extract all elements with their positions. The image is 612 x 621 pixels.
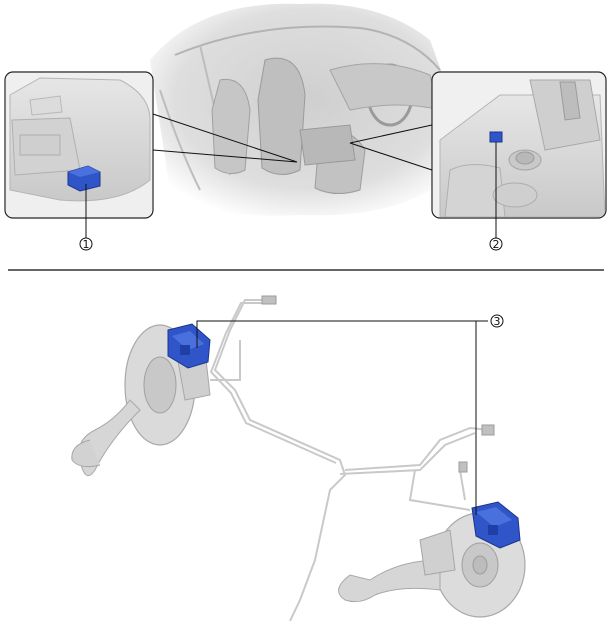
right-leader-lines (349, 124, 433, 171)
callout-1: 1 (79, 237, 93, 251)
brake-assembly-illustration (71, 295, 526, 621)
left-detail-inset (4, 71, 154, 238)
svg-text:2: 2 (493, 238, 500, 251)
vehicle-interior-illustration (150, 3, 470, 216)
svg-text:1: 1 (83, 238, 90, 251)
callout-2: 2 (489, 237, 503, 251)
callout-3: 3 (490, 314, 504, 328)
svg-text:3: 3 (494, 315, 501, 328)
callout-3-leader-lines (196, 320, 488, 515)
right-detail-inset (431, 71, 607, 238)
left-leader-lines (152, 113, 298, 163)
